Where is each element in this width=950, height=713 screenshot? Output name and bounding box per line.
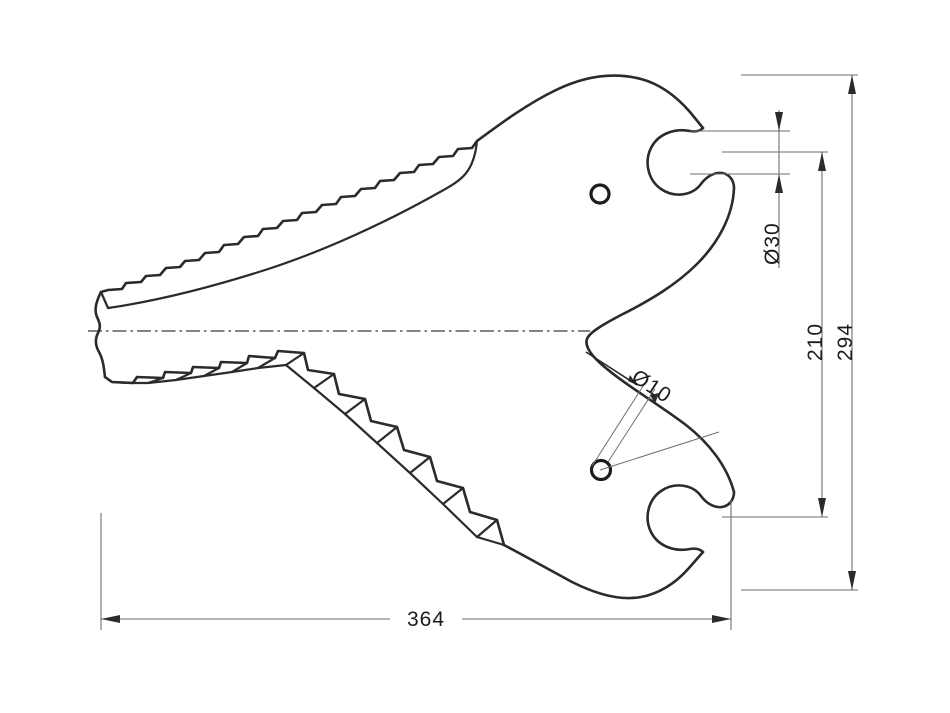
hole-diameter-leader-group: [585, 351, 720, 471]
dim-hook-center-height-group: 210: [804, 152, 827, 517]
dim-overall-length-label: 364: [407, 608, 445, 631]
lower-hook-slot: [646, 484, 736, 554]
dim30-arrow-bottom: [775, 174, 783, 193]
dim-hook-center-height-label: 210: [804, 323, 827, 361]
part-outline-lower-body: [502, 543, 705, 600]
dim-overall-height-label: 294: [834, 323, 857, 361]
lower-serration-back-line: [103, 363, 506, 547]
left-tip-scalloped-edge: [94, 290, 107, 379]
upper-serration-back-line: [106, 139, 479, 310]
lower-mounting-hole: [589, 458, 613, 482]
dim-hook-diameter-group: Ø30: [761, 110, 784, 268]
leader-arrowhead-upper: [628, 375, 637, 385]
dim-overall-height-group: 294: [834, 75, 857, 590]
leader-arrowhead-lower: [650, 393, 659, 404]
upper-hook-slot: [646, 126, 736, 196]
dim364-arrow-right: [712, 615, 731, 623]
dim210-arrow-top: [818, 152, 826, 171]
right-extension-lines: [690, 74, 858, 591]
dim-overall-length-group: 364: [100, 500, 732, 633]
part-right-profile: [585, 186, 736, 494]
center-mounting-hole: [589, 183, 611, 205]
dim210-arrow-bottom: [818, 498, 826, 517]
dim364-arrow-left: [101, 615, 120, 623]
part-outline-upper-body: [99, 74, 705, 294]
dim294-arrow-top: [848, 75, 856, 94]
dim-hook-diameter-label: Ø30: [761, 222, 784, 265]
dim294-arrow-bottom: [848, 571, 856, 590]
dim364-text-backdrop: [390, 603, 462, 633]
upper-tip-connector: [99, 290, 110, 310]
dim30-arrow-top: [775, 112, 783, 131]
